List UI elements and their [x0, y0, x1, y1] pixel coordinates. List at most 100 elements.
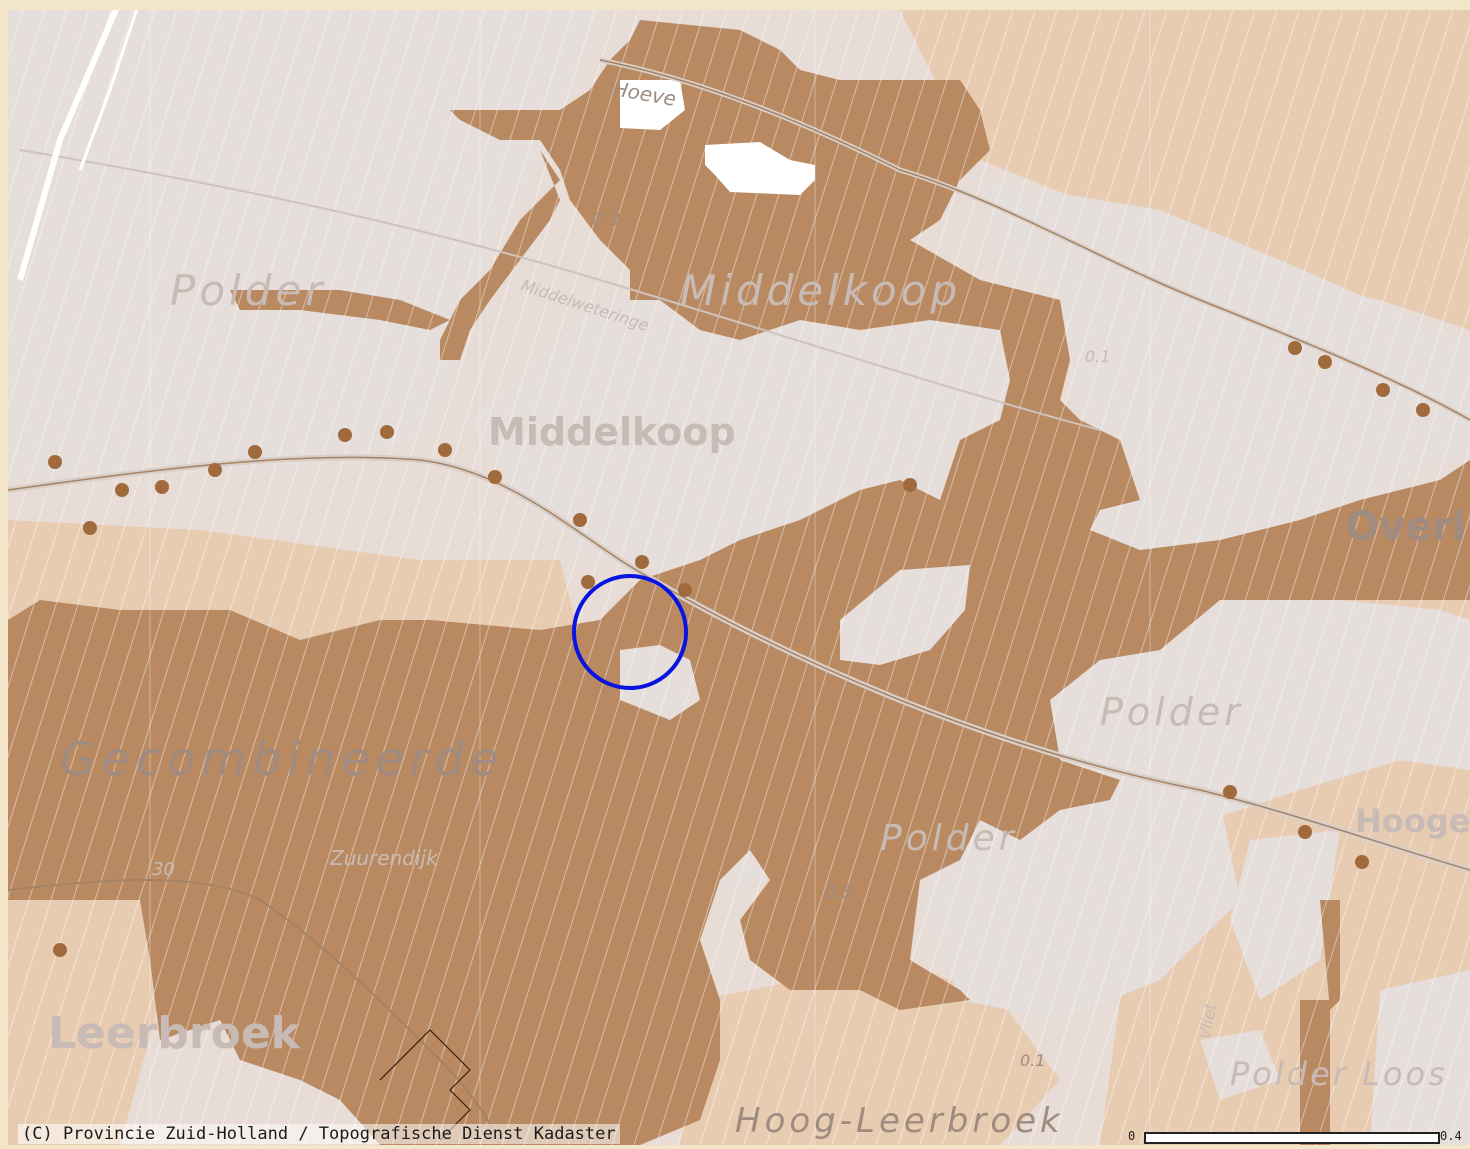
label-spot-height-30: 30 [152, 859, 175, 880]
soil-zone-dark [8, 20, 1470, 1145]
parcel-line [523, 10, 882, 1145]
parcel-line [1007, 10, 1366, 1145]
label-spot-height-01b: 0.1 [1020, 1051, 1045, 1070]
parcel-line [567, 10, 926, 1145]
parcel-line [831, 10, 1190, 1145]
parcel-line [303, 10, 662, 1145]
label-gecombineerde: Gecombineerde [60, 732, 504, 786]
label-polder-mid: Polder [880, 818, 1018, 859]
parcel-line [215, 10, 574, 1145]
parcel-line [545, 10, 904, 1145]
parcel-line [1073, 10, 1432, 1145]
parcel-line [1095, 10, 1454, 1145]
label-spot-height-01: 0.1 [1085, 347, 1110, 366]
parcel-line [8, 10, 68, 199]
parcel-line [853, 10, 1212, 1145]
scale-bar: 0 0.4 [1128, 1126, 1470, 1145]
tree-dot [1376, 383, 1390, 397]
parcel-line [17, 10, 376, 1145]
tree-row [48, 341, 1430, 957]
parcel-line [237, 10, 596, 1145]
parcel-line [985, 10, 1344, 1145]
parcel-line [391, 10, 750, 1145]
parcel-line [8, 10, 178, 549]
tree-dot [678, 583, 692, 597]
parcel-line [1227, 373, 1470, 1145]
parcel-line [941, 10, 1300, 1145]
built-up-area [620, 80, 970, 720]
label-hoog-leerbroek: Hoog-Leerbroek [735, 1101, 1064, 1141]
parcel-line [1029, 10, 1388, 1145]
tree-dot [1298, 825, 1312, 839]
tree-dot [1288, 341, 1302, 355]
tree-dot [53, 943, 67, 957]
parcel-line [83, 10, 442, 1145]
parcel-line [325, 10, 684, 1145]
tree-dot [208, 463, 222, 477]
scale-bar-graphic [1144, 1132, 1440, 1144]
parcel-line [677, 10, 1036, 1145]
label-zuurendijk: Zuurendijk [329, 846, 439, 870]
parcel-line [105, 10, 464, 1145]
label-hooge: Hooge [1355, 802, 1470, 840]
parcel-line [1051, 10, 1410, 1145]
label-middelkoop-polder: Middelkoop [680, 266, 961, 315]
label-polder-loos: Polder Loos [1230, 1055, 1448, 1093]
parcel-line [39, 10, 398, 1145]
parcel-line [8, 10, 134, 409]
parcel-line [897, 10, 1256, 1145]
parcel-line [1205, 303, 1470, 1145]
parcel-line [1139, 93, 1470, 1145]
tree-dot [338, 428, 352, 442]
parcel-line [1161, 163, 1470, 1145]
parcel-line [8, 10, 310, 969]
parcel-line [8, 10, 90, 269]
parcel-line [127, 10, 486, 1145]
parcel-line [8, 10, 288, 899]
label-leerbroek: Leerbroek [48, 1008, 302, 1059]
tree-dot [1416, 403, 1430, 417]
tree-dot [1223, 785, 1237, 799]
parcel-line [1271, 513, 1470, 1145]
tree-dot [581, 575, 595, 589]
parcel-line [875, 10, 1234, 1145]
field-patch [620, 645, 700, 720]
parcel-line [1359, 793, 1470, 1145]
label-overl: Overl [1345, 504, 1466, 550]
parcel-line [963, 10, 1322, 1145]
parcel-line [589, 10, 948, 1145]
parcel-line [1293, 583, 1470, 1145]
tree-dot [1355, 855, 1369, 869]
tree-dot [635, 555, 649, 569]
label-spot-height-03: 0.3 [592, 209, 621, 230]
tree-dot [115, 483, 129, 497]
parcel-line [809, 10, 1168, 1145]
parcel-line [699, 10, 1058, 1145]
tree-dot [380, 425, 394, 439]
parcel-line [8, 10, 156, 479]
parcel-line [149, 10, 508, 1145]
soil-zone-light [8, 10, 1470, 1145]
tree-dot [155, 480, 169, 494]
parcel-line [259, 10, 618, 1145]
parcel-line [633, 10, 992, 1145]
label-middelkoop-village: Middelkoop [488, 410, 736, 454]
parcel-line [721, 10, 1080, 1145]
tree-dot [488, 470, 502, 484]
tree-dot [248, 445, 262, 459]
parcel-line [281, 10, 640, 1145]
parcel-line [1183, 233, 1470, 1145]
parcel-line [765, 10, 1124, 1145]
label-polder-east: Polder [1100, 690, 1244, 734]
road-network [8, 10, 1470, 1145]
parcel-line [501, 10, 860, 1145]
parcel-line [8, 10, 222, 689]
location-marker-circle[interactable] [572, 574, 688, 690]
parcel-line [8, 10, 200, 619]
tree-dot [1318, 355, 1332, 369]
parcel-line [1315, 653, 1470, 1145]
parcel-line [919, 10, 1278, 1145]
